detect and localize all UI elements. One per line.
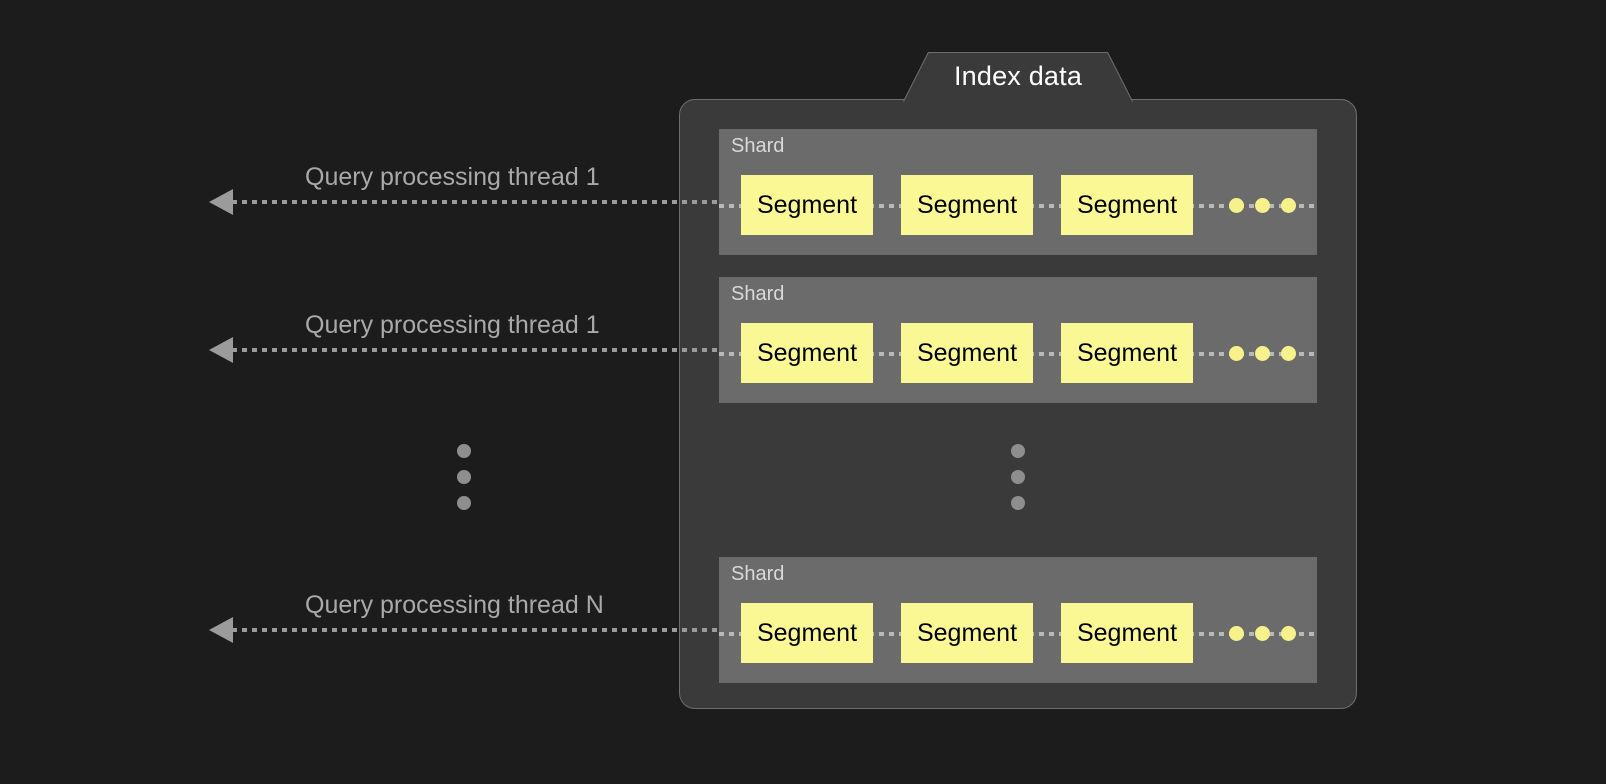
arrow-left-icon-1 (209, 189, 233, 215)
segment-box: Segment (741, 323, 873, 383)
segment-label: Segment (1076, 190, 1178, 219)
segment-box: Segment (1061, 603, 1193, 663)
shard-label-3: Shard (731, 563, 785, 585)
segment-label: Segment (756, 618, 858, 647)
segment-label: Segment (916, 618, 1018, 647)
thread-label-2: Query processing thread 1 (305, 311, 600, 339)
index-data-title: Index data (953, 61, 1083, 91)
segment-box: Segment (901, 175, 1033, 235)
ellipsis-dot (1229, 198, 1244, 213)
arrow-left-icon-2 (209, 337, 233, 363)
segment-label: Segment (1076, 338, 1178, 367)
segment-box: Segment (741, 603, 873, 663)
ellipsis-dot (1011, 470, 1025, 484)
ellipsis-dot (1229, 346, 1244, 361)
index-data-tab: Index data (903, 52, 1133, 102)
thread-label-1: Query processing thread 1 (305, 163, 600, 191)
segment-label: Segment (756, 338, 858, 367)
thread-connector-2 (232, 348, 722, 352)
ellipsis-dot (1255, 198, 1270, 213)
thread-connector-3 (232, 628, 722, 632)
ellipsis-dot (1281, 346, 1296, 361)
segment-box: Segment (1061, 175, 1193, 235)
segment-label: Segment (1076, 618, 1178, 647)
thread-connector-1 (232, 200, 722, 204)
arrow-left-icon-3 (209, 617, 233, 643)
ellipsis-dot (1281, 198, 1296, 213)
segment-ellipsis-2 (1229, 346, 1299, 362)
shards-ellipsis (1011, 444, 1027, 524)
ellipsis-dot (457, 496, 471, 510)
segment-ellipsis-1 (1229, 198, 1299, 214)
segment-box: Segment (901, 323, 1033, 383)
shard-label-1: Shard (731, 135, 785, 157)
ellipsis-dot (1011, 444, 1025, 458)
segment-label: Segment (756, 190, 858, 219)
ellipsis-dot (1229, 626, 1244, 641)
thread-label-3: Query processing thread N (305, 591, 604, 619)
ellipsis-dot (1281, 626, 1296, 641)
ellipsis-dot (1255, 346, 1270, 361)
shard-row-1: Shard Segment Segment Segment (719, 129, 1317, 255)
shard-row-3: Shard Segment Segment Segment (719, 557, 1317, 683)
segment-label: Segment (916, 338, 1018, 367)
ellipsis-dot (1011, 496, 1025, 510)
ellipsis-dot (1255, 626, 1270, 641)
segment-label: Segment (916, 190, 1018, 219)
shard-label-2: Shard (731, 283, 785, 305)
segment-box: Segment (901, 603, 1033, 663)
segment-ellipsis-3 (1229, 626, 1299, 642)
segment-box: Segment (741, 175, 873, 235)
ellipsis-dot (457, 470, 471, 484)
segment-box: Segment (1061, 323, 1193, 383)
shard-row-2: Shard Segment Segment Segment (719, 277, 1317, 403)
ellipsis-dot (457, 444, 471, 458)
threads-ellipsis (457, 444, 473, 524)
